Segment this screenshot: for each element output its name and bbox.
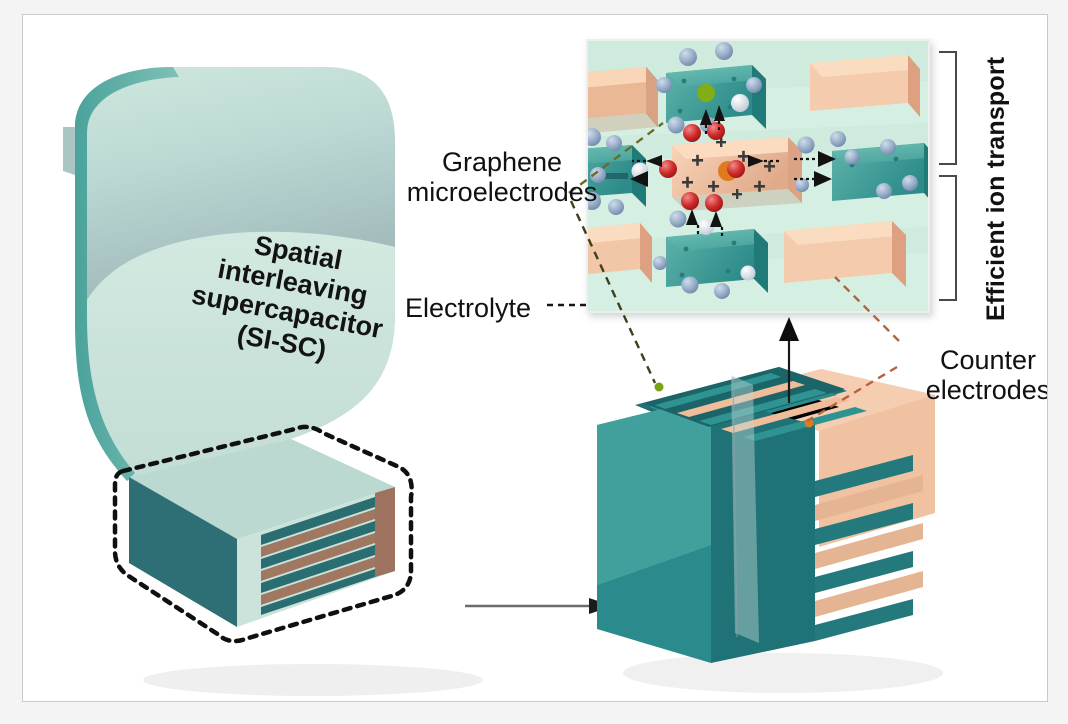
graphene-marker-dot-inset	[697, 84, 715, 102]
bracket-icon-bottom	[939, 175, 957, 301]
sheet-cross-section	[129, 439, 395, 627]
counter-marker-dot	[804, 418, 814, 428]
sheet-left-rolled-edge	[75, 67, 179, 481]
device-layer-stack	[815, 455, 923, 641]
graphene-collector-side	[711, 397, 815, 663]
bracket-icon-top	[939, 51, 957, 165]
graphene-marker-dot	[654, 382, 664, 392]
counter-label-line-2: electrodes	[925, 375, 1048, 406]
inset-ion-transport-detail	[586, 39, 930, 313]
label-efficient-ion-transport: Efficient ion transport	[982, 56, 1010, 321]
flexible-supercapacitor-sheet	[23, 15, 543, 701]
graphene-label-line-1: Graphene	[441, 147, 563, 177]
label-electrolyte: Electrolyte	[405, 293, 532, 323]
ion-transport-arrows	[646, 105, 764, 227]
sheet-upper-face	[75, 67, 395, 315]
graphene-label-line-2: microelectrodes	[406, 177, 598, 208]
zoom-arrow-up	[771, 315, 807, 405]
sheet-end-cap	[129, 477, 237, 627]
graphene-collector-front	[597, 545, 711, 663]
sheet-lower-face	[79, 231, 395, 481]
highlight-outline-dashed	[112, 424, 414, 644]
interleaved-stripes	[261, 491, 393, 615]
sheet-tab	[63, 127, 75, 175]
counter-label-line-1: Counter	[939, 345, 1037, 375]
